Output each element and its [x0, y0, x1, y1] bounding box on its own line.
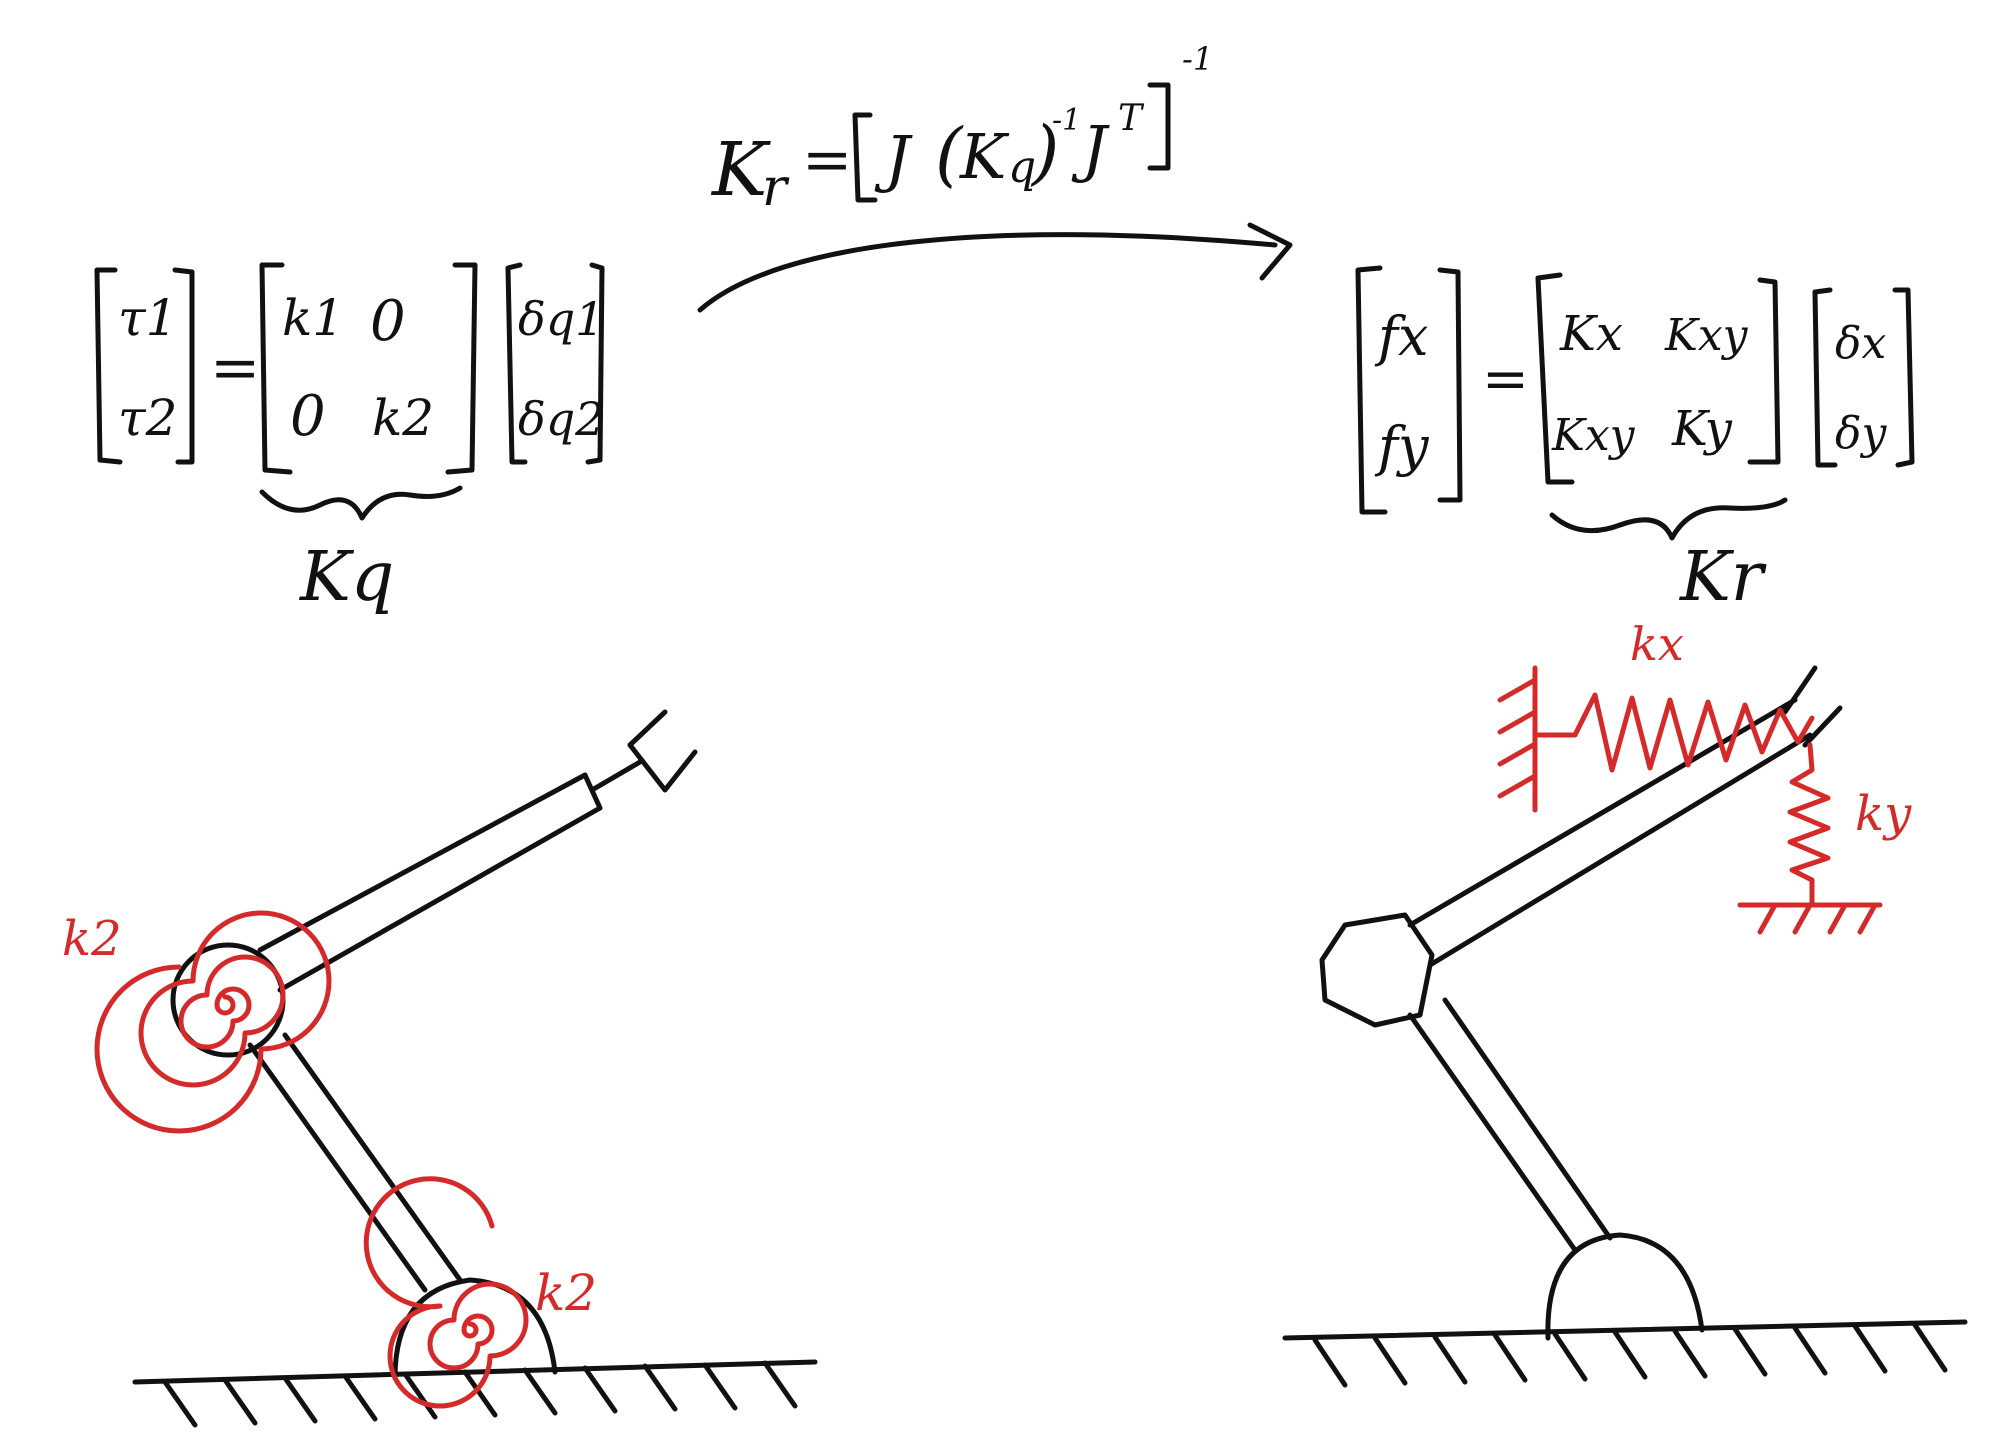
kq-m21: 0	[290, 384, 326, 449]
arrow-curve	[697, 232, 1278, 313]
kr-brace	[1549, 497, 1788, 541]
formula-J: J	[874, 122, 913, 195]
upper-torsional-spring	[94, 910, 332, 1134]
kq-m12: 0	[370, 289, 406, 354]
formula-paren-open: (	[935, 113, 964, 195]
dq-left-bracket	[505, 262, 528, 465]
formula-paren-close: )	[1030, 111, 1059, 193]
delta-x: δx	[1835, 318, 1886, 369]
cartesian-equals: =	[1482, 347, 1529, 412]
y-spring-floor-hatch	[1757, 902, 1878, 935]
dx-right-bracket	[1892, 287, 1915, 468]
formula-T-exp: T	[1118, 98, 1145, 139]
delta-y: δy	[1835, 408, 1887, 459]
right-base-dome	[1545, 1232, 1705, 1341]
kr-m21: Kxy	[1551, 410, 1636, 461]
right-gripper-a	[1782, 665, 1818, 715]
kq-right-bracket	[445, 262, 478, 475]
left-ground-hatch	[162, 1360, 798, 1428]
formula-Kq: K	[959, 120, 1010, 193]
formula-Kq-sub: q	[1008, 142, 1036, 193]
lower-spring-label: k2	[535, 1264, 597, 1322]
left-link1-edge-b	[282, 1032, 463, 1283]
joint-equals: =	[210, 333, 260, 403]
stiffness-mapping-formula: K r = J ( K q ) -1 J T -1	[710, 40, 1213, 218]
right-link1-edge-b	[1442, 997, 1613, 1241]
torque-right-bracket	[172, 267, 195, 465]
mapping-arrow	[697, 222, 1293, 313]
right-ground-hatch	[1312, 1322, 1948, 1388]
force-left-bracket	[1355, 265, 1388, 515]
right-robot-arm: kx ky	[1282, 617, 1968, 1388]
torque-left-bracket	[94, 267, 123, 465]
formula-inv-exp: -1	[1052, 103, 1081, 138]
dq-right-bracket	[585, 262, 605, 465]
kr-brace-label: Kr	[1678, 538, 1767, 617]
right-link2-edge-b	[1427, 732, 1813, 968]
formula-equals: =	[802, 125, 852, 195]
kq-m11: k1	[282, 289, 344, 347]
formula-K: K	[710, 127, 771, 213]
x-spring-label: kx	[1630, 617, 1684, 671]
left-robot-arm: k2 k2	[62, 709, 818, 1428]
left-gripper-upper	[627, 709, 668, 748]
kq-brace	[259, 485, 463, 521]
kq-brace-label: Kq	[298, 538, 394, 617]
right-ground-line	[1282, 1319, 1968, 1341]
kq-m22: k2	[372, 389, 434, 447]
kr-right-bracket	[1747, 277, 1781, 465]
y-spring-label: ky	[1855, 786, 1912, 842]
cartesian-equation: fx fy = Kx Kxy Kxy Ky δx δy Kr	[1355, 265, 1915, 617]
kr-left-bracket	[1535, 272, 1575, 485]
left-link1-edge-a	[247, 1042, 428, 1293]
dx-left-bracket	[1812, 287, 1838, 468]
left-ground-line	[132, 1359, 818, 1385]
left-wrist	[589, 759, 643, 793]
force-y: fy	[1374, 415, 1430, 478]
left-base-dome	[392, 1277, 558, 1381]
dq-2: δq2	[518, 392, 604, 446]
right-gripper-b	[1802, 705, 1843, 748]
arrow-head	[1247, 222, 1293, 281]
upper-spring-label: k2	[62, 911, 122, 967]
x-spring-wall-hatch	[1497, 677, 1538, 799]
left-gripper	[627, 742, 698, 793]
tau-1: τ1	[118, 289, 177, 347]
kr-m11: Kx	[1559, 306, 1623, 362]
right-elbow-joint	[1319, 912, 1435, 1028]
kr-m12: Kxy	[1664, 310, 1749, 361]
tau-2: τ2	[118, 389, 177, 447]
right-link1-edge-a	[1407, 1012, 1578, 1253]
lower-torsional-spring	[363, 1176, 529, 1409]
formula-right-bracket	[1147, 82, 1171, 171]
joint-space-equation: τ1 τ2 = k1 0 0 k2 δq1 δq2 Kq	[94, 262, 605, 617]
kq-left-bracket	[259, 262, 293, 475]
formula-left-bracket	[852, 112, 878, 203]
dq-1: δq1	[518, 292, 604, 346]
kr-m22: Ky	[1671, 401, 1733, 457]
formula-K-sub: r	[762, 158, 790, 218]
formula-outer-inv-exp: -1	[1182, 40, 1213, 78]
right-link2-edge-a	[1407, 697, 1798, 928]
x-spring-coil	[1532, 692, 1815, 773]
force-x: fx	[1374, 305, 1428, 368]
left-link2-edge-a	[257, 772, 588, 953]
left-link2-edge-b	[277, 805, 603, 993]
force-right-bracket	[1437, 267, 1463, 503]
y-spring-coil	[1787, 742, 1831, 908]
